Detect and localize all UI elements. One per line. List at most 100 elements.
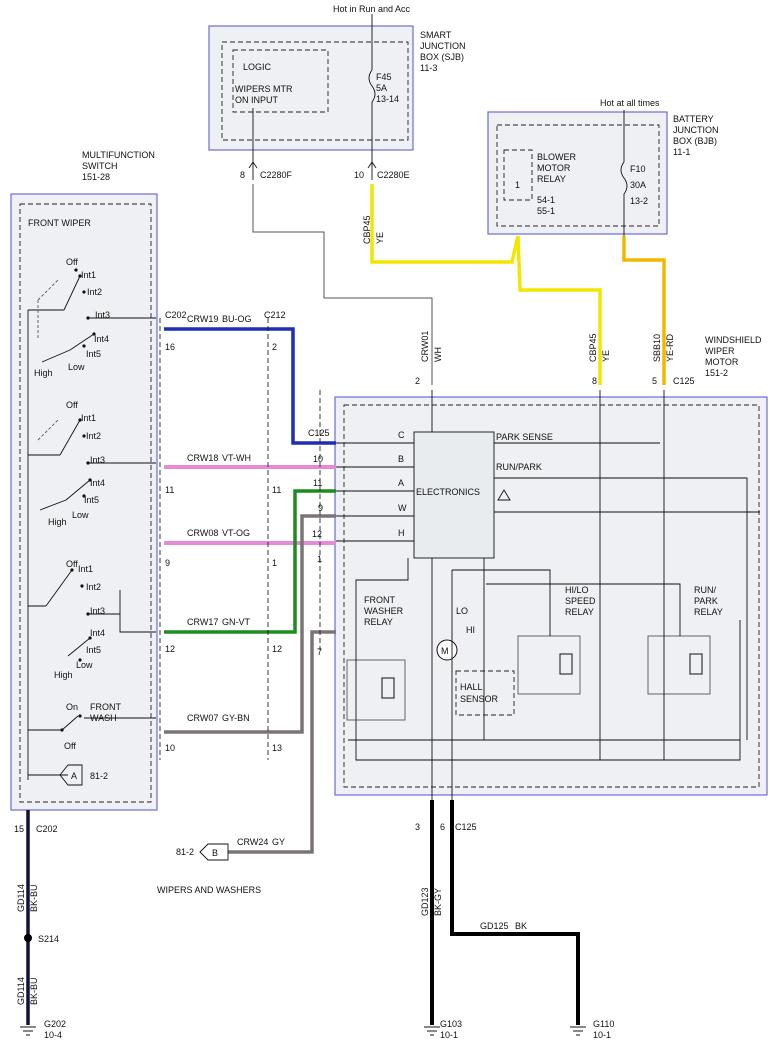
multifunction-switch: MULTIFUNCTION SWITCH 151-28 FRONT WIPER … (10, 150, 158, 811)
svg-text:10-4: 10-4 (44, 1030, 62, 1040)
bjb-title: BATTERY (673, 114, 714, 124)
svg-text:MOTOR: MOTOR (705, 357, 739, 367)
svg-text:12: 12 (165, 644, 175, 654)
bjb-relay-num: 1 (515, 180, 520, 190)
svg-text:Int2: Int2 (87, 287, 102, 297)
svg-text:Int4: Int4 (94, 334, 109, 344)
harness-wires (24, 184, 666, 1025)
svg-text:WASHER: WASHER (364, 606, 404, 616)
svg-text:WH: WH (433, 347, 443, 362)
svg-text:S214: S214 (38, 934, 59, 944)
front-wash-switch: On FRONT WASH Off (28, 702, 156, 751)
svg-text:3: 3 (415, 822, 420, 832)
wiper-switch-2: Off Int1 Int2 Int3 Int4 Int5 High Low (37, 400, 156, 527)
svg-text:81-2: 81-2 (90, 771, 108, 781)
diagram-title: WIPERS AND WASHERS (157, 885, 261, 895)
svg-text:1: 1 (272, 558, 277, 568)
svg-text:Int5: Int5 (86, 349, 101, 359)
sjb-ref: 11-3 (420, 63, 437, 73)
svg-text:8: 8 (592, 376, 597, 386)
svg-text:Int4: Int4 (90, 478, 105, 488)
svg-text:11: 11 (272, 485, 281, 495)
connector-label: C2280E (377, 170, 410, 180)
svg-text:Off: Off (66, 400, 78, 410)
svg-text:11: 11 (313, 478, 322, 488)
svg-text:WIPER: WIPER (705, 346, 735, 356)
connector-label: C2280F (260, 170, 293, 180)
svg-text:CRW19: CRW19 (187, 314, 218, 324)
mfs-section: FRONT WIPER (28, 218, 91, 228)
wiper-switch-3: Off Int1 Int2 Int3 Int4 Int5 High Low (45, 559, 156, 680)
sjb-wipers: ON INPUT (235, 95, 279, 105)
svg-text:C125: C125 (308, 428, 330, 438)
svg-text:9: 9 (318, 503, 323, 513)
svg-text:BK-BU: BK-BU (29, 884, 39, 912)
bjb-relay: MOTOR (537, 163, 571, 173)
bjb-header: Hot at all times (600, 98, 660, 108)
svg-text:A: A (71, 771, 77, 781)
svg-text:6: 6 (440, 822, 445, 832)
svg-text:C125: C125 (455, 822, 477, 832)
bjb-relay-ref: 54-1 (537, 195, 555, 205)
sjb-fuse-ref: 13-14 (376, 94, 399, 104)
sjb-wipers: WIPERS MTR (235, 84, 293, 94)
svg-text:GD114: GD114 (16, 977, 26, 1005)
sjb-fuse: F45 (376, 72, 392, 82)
svg-text:10: 10 (313, 454, 323, 464)
svg-text:FRONT: FRONT (90, 702, 121, 712)
svg-text:Int3: Int3 (95, 310, 110, 320)
sjb-title: JUNCTION (420, 41, 466, 51)
vertical-labels: CBP45 YE CRW01 WH CBP45 YE SBB10 YE-RD G… (16, 215, 675, 1005)
svg-text:Int3: Int3 (90, 455, 105, 465)
svg-text:CBP45: CBP45 (588, 333, 598, 362)
svg-text:BK-GY: BK-GY (433, 888, 443, 916)
smart-junction-box: Hot in Run and Acc SMART JUNCTION BOX (S… (208, 4, 466, 180)
bjb-relay: RELAY (537, 174, 566, 184)
svg-text:151-2: 151-2 (705, 368, 728, 378)
svg-text:Int1: Int1 (81, 413, 96, 423)
svg-text:Off: Off (66, 559, 78, 569)
sjb-fuse-amp: 5A (376, 83, 387, 93)
svg-text:C: C (398, 430, 405, 440)
svg-text:B: B (212, 848, 218, 858)
svg-text:9: 9 (165, 558, 170, 568)
bjb-fuse-amp: 30A (630, 180, 646, 190)
svg-text:10: 10 (165, 743, 175, 753)
pin-label: 8 (240, 170, 245, 180)
svg-text:GY: GY (272, 837, 285, 847)
svg-text:WINDSHIELD: WINDSHIELD (705, 335, 762, 345)
svg-text:CRW18: CRW18 (187, 453, 218, 463)
svg-text:RELAY: RELAY (565, 607, 594, 617)
svg-text:SPEED: SPEED (565, 596, 596, 606)
svg-text:SBB10: SBB10 (652, 334, 662, 362)
svg-text:High: High (48, 517, 67, 527)
svg-text:1: 1 (317, 554, 322, 564)
svg-text:LO: LO (456, 606, 468, 616)
svg-text:C202: C202 (165, 310, 187, 320)
svg-text:PARK: PARK (694, 596, 718, 606)
svg-text:G103: G103 (440, 1019, 462, 1029)
svg-text:CRW01: CRW01 (420, 331, 430, 362)
svg-text:FRONT: FRONT (364, 595, 395, 605)
svg-text:10-1: 10-1 (440, 1030, 458, 1040)
svg-text:Int1: Int1 (78, 564, 93, 574)
svg-text:B: B (398, 454, 404, 464)
svg-text:HI: HI (466, 625, 475, 635)
svg-text:On: On (66, 702, 78, 712)
bjb-fuse: F10 (630, 164, 646, 174)
svg-text:BU-OG: BU-OG (222, 314, 252, 324)
sjb-title: SMART (420, 30, 452, 40)
bjb-fuse-ref: 13-2 (630, 196, 648, 206)
svg-text:YE: YE (601, 350, 611, 362)
svg-text:GD125: GD125 (480, 921, 509, 931)
svg-text:16: 16 (165, 342, 175, 352)
svg-text:12: 12 (312, 529, 322, 539)
svg-text:C212: C212 (264, 310, 286, 320)
svg-text:High: High (54, 670, 73, 680)
svg-text:SENSOR: SENSOR (460, 694, 499, 704)
pin-label: 10 (354, 170, 364, 180)
svg-text:RUN/PARK: RUN/PARK (496, 462, 542, 472)
bjb-title: JUNCTION (673, 125, 719, 135)
svg-text:Off: Off (64, 741, 76, 751)
